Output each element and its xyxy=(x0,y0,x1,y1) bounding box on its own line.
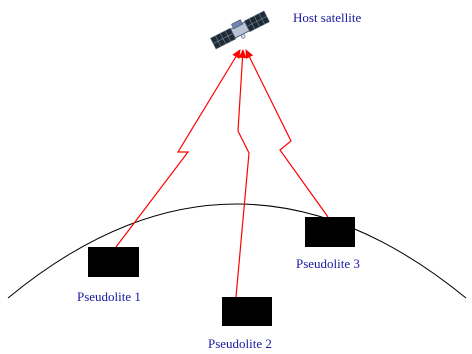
pseudolite-1-block xyxy=(88,247,139,277)
signal-path-pseudolite-3 xyxy=(245,49,329,218)
earth-horizon-arc xyxy=(7,203,467,299)
pseudolite-1-label: Pseudolite 1 xyxy=(77,289,141,304)
pseudolite-2-label: Pseudolite 2 xyxy=(208,336,272,351)
host-satellite-label: Host satellite xyxy=(293,10,361,25)
pseudolite-3-label: Pseudolite 3 xyxy=(296,256,360,271)
satellite-icon xyxy=(210,10,270,50)
pseudolite-3-block xyxy=(305,217,355,247)
pseudolite-2-block xyxy=(222,297,272,326)
signal-path-pseudolite-1 xyxy=(115,49,241,248)
signal-path-pseudolite-2 xyxy=(235,49,250,298)
